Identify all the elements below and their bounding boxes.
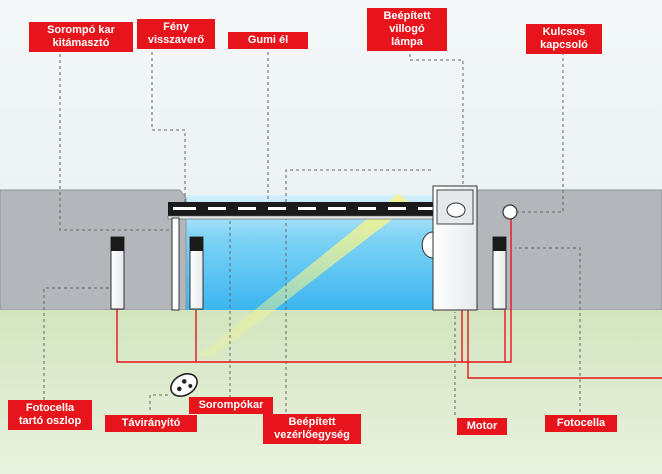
leader-lines	[43, 48, 581, 415]
ground	[0, 310, 662, 474]
arm-support-post	[171, 217, 180, 311]
label-sorompo-kar-kitamaszto: Sorompó kar kitámasztó	[29, 22, 133, 52]
label-kulcsos-kapcsolo: Kulcsos kapcsoló	[526, 24, 602, 54]
photocell-post-right	[492, 236, 507, 310]
wall-left	[0, 189, 187, 311]
label-beepitett-vezerloegyseg: Beépített vezérlőegység	[263, 414, 361, 444]
label-fotocella-tarto-oszlop: Fotocella tartó oszlop	[8, 400, 92, 430]
barrier-arm	[167, 202, 439, 220]
light-beam	[198, 194, 412, 358]
key-switch	[502, 204, 518, 220]
label-fotocella: Fotocella	[545, 415, 617, 432]
wiring	[116, 218, 662, 379]
label-sorompokar: Sorompókar	[189, 397, 273, 414]
label-taviranyito: Távirányító	[105, 415, 197, 432]
motor-housing	[421, 185, 478, 311]
label-motor: Motor	[457, 418, 507, 435]
label-gumi-el: Gumi él	[228, 32, 308, 49]
photocell-post-left-2	[189, 236, 204, 310]
label-feny-visszavero: Fény visszaverő	[137, 19, 215, 49]
label-beepitett-villogo-lampa: Beépített villogó lámpa	[367, 8, 447, 51]
remote-control-icon	[170, 373, 198, 397]
photocell-post-left-1	[110, 236, 125, 310]
